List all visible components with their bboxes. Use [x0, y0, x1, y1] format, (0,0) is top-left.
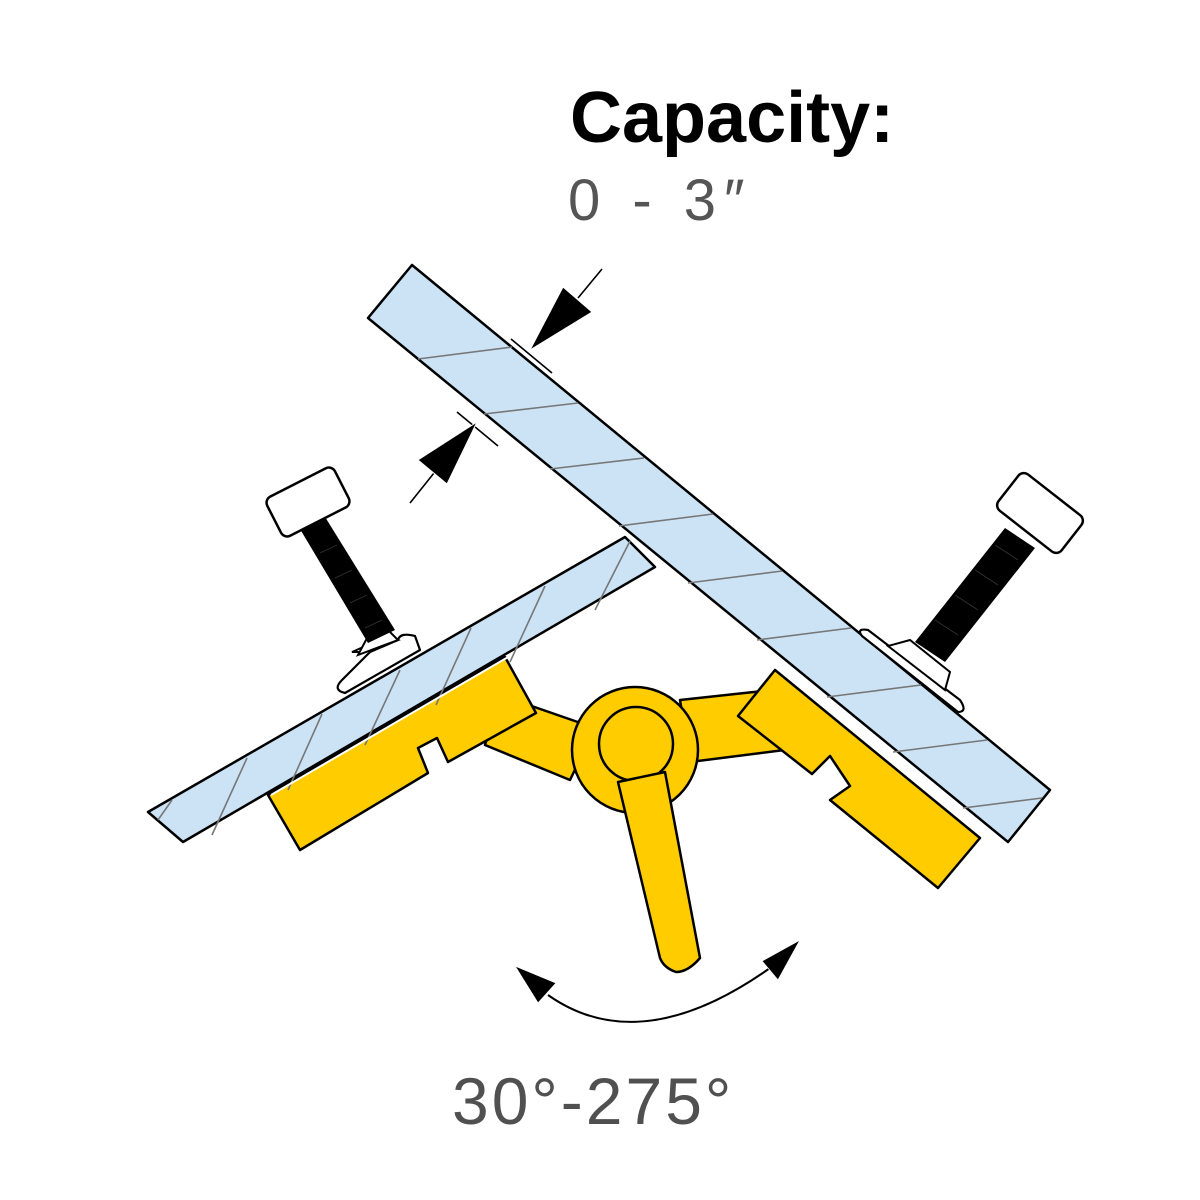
right-threaded-screw [858, 471, 1085, 714]
upper-workpiece-board [366, 263, 1052, 844]
arrow-up-icon [417, 420, 479, 485]
arrow-right-icon [761, 938, 802, 981]
right-clamp-jaw [736, 668, 982, 890]
capacity-dimension-arrows [409, 268, 603, 504]
rotation-range-arrow [514, 938, 802, 1023]
locking-lever [616, 770, 702, 974]
angle-range-value: 30°-275° [452, 1064, 735, 1138]
capacity-range-value: 0 - 3″ [568, 168, 753, 233]
capacity-title: Capacity: [570, 78, 895, 158]
left-clamp-jaw [266, 655, 538, 852]
arrow-down-icon [528, 286, 593, 352]
arrow-left-icon [514, 965, 557, 1004]
lower-workpiece-board [146, 535, 657, 844]
left-threaded-screw [265, 466, 422, 695]
